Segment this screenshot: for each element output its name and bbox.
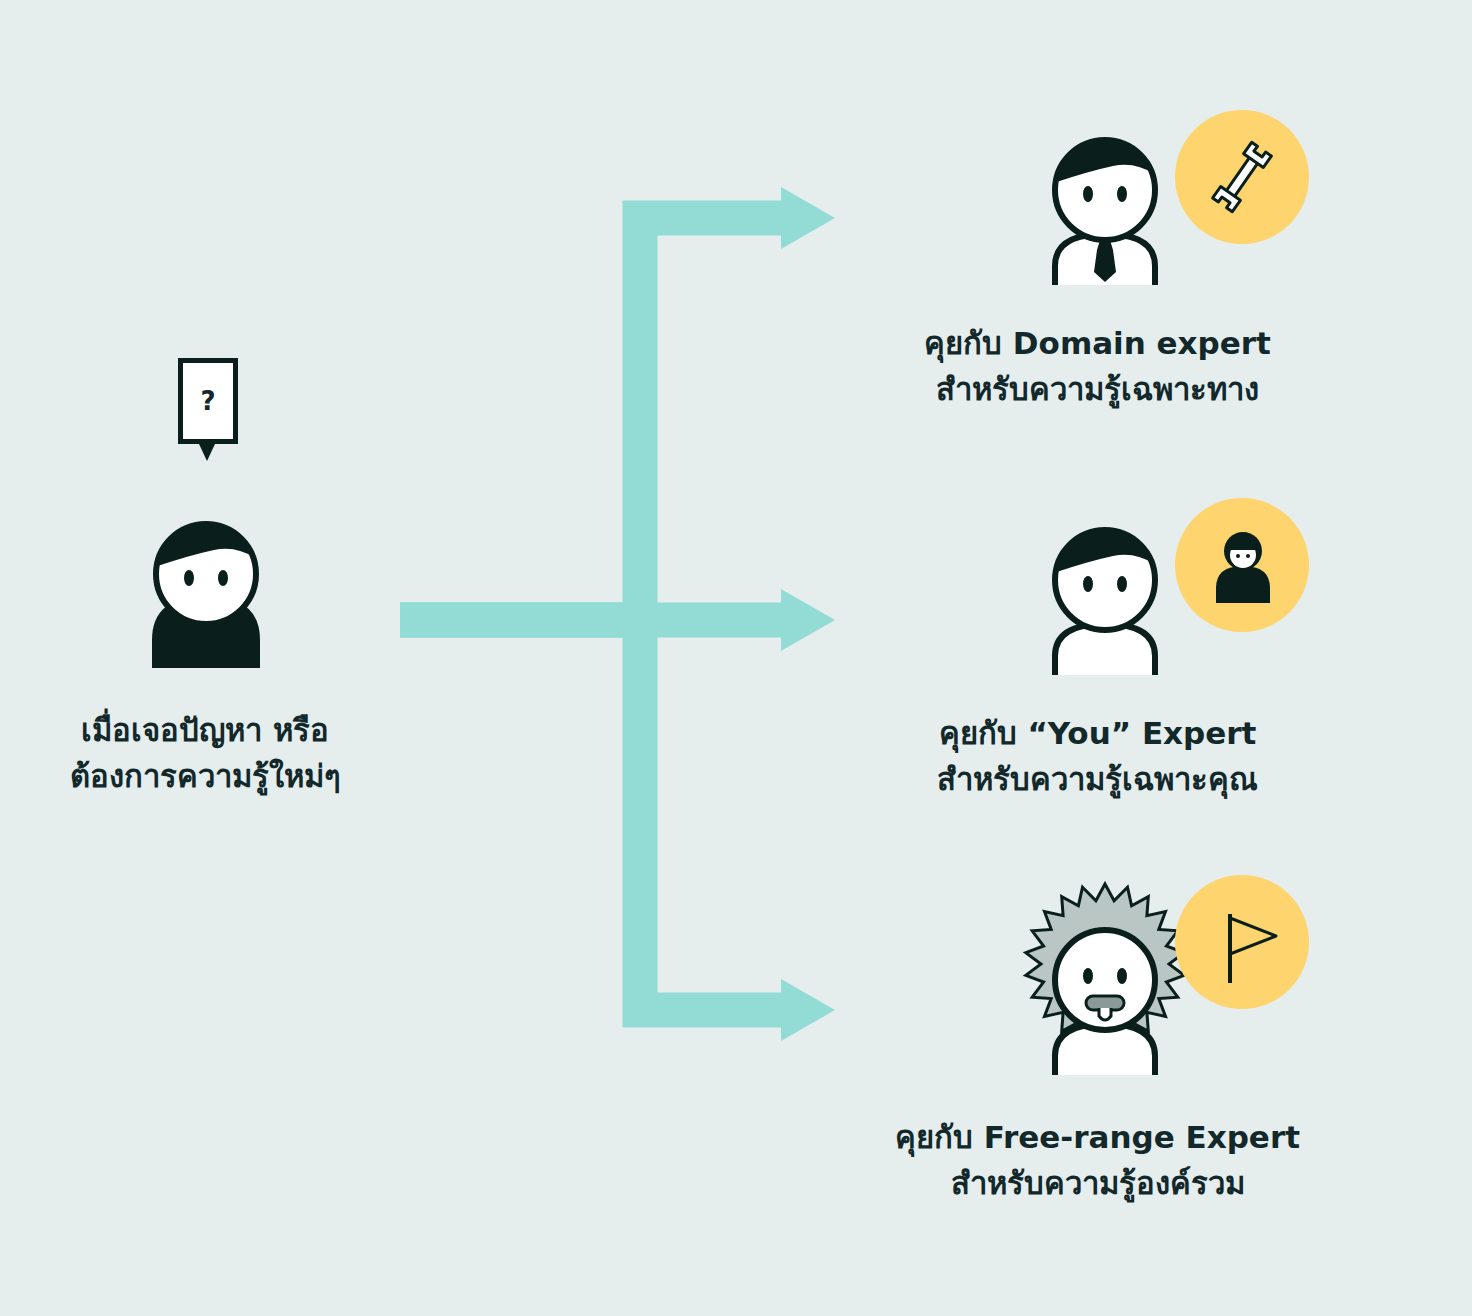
caption-heading: คุยกับ “You” Expert (939, 710, 1257, 756)
arrow-shaft (400, 620, 782, 1010)
question-mark: ? (200, 386, 215, 416)
arrow-shaft (400, 218, 782, 620)
caption-body: สำหรับความรู้องค์รวม (951, 1160, 1245, 1206)
domain-expert-figure (1045, 110, 1309, 285)
caption-heading: เมื่อเจอปัญหา หรือ ต้องการความรู้ใหม่ๆ (66, 707, 345, 799)
arrow-head (781, 589, 835, 651)
arrow-head (781, 187, 835, 249)
branch-arrow (400, 187, 835, 620)
caption-heading: คุยกับ Domain expert (924, 320, 1271, 366)
bubble-pointer (199, 444, 215, 461)
arrow-head (781, 979, 835, 1041)
caption-body: สำหรับความรู้เฉพาะคุณ (937, 756, 1258, 802)
asking-person (146, 514, 266, 668)
person-node: เมื่อเจอปัญหา หรือ ต้องการความรู้ใหม่ๆ (10, 500, 400, 805)
free-range-expert-figure (1026, 875, 1309, 1075)
expert-node: คุยกับ Free-range Expertสำหรับความรู้องค… (835, 880, 1360, 1212)
you-expert-figure (1045, 498, 1309, 675)
expert-node: คุยกับ Domain expertสำหรับความรู้เฉพาะทา… (835, 120, 1360, 418)
speech-bubble: ? (178, 358, 238, 444)
caption-body: สำหรับความรู้เฉพาะทาง (936, 366, 1259, 412)
branch-arrow (400, 620, 835, 1041)
caption-heading: คุยกับ Free-range Expert (895, 1114, 1300, 1160)
expert-node: คุยกับ “You” Expertสำหรับความรู้เฉพาะคุณ (835, 510, 1360, 808)
